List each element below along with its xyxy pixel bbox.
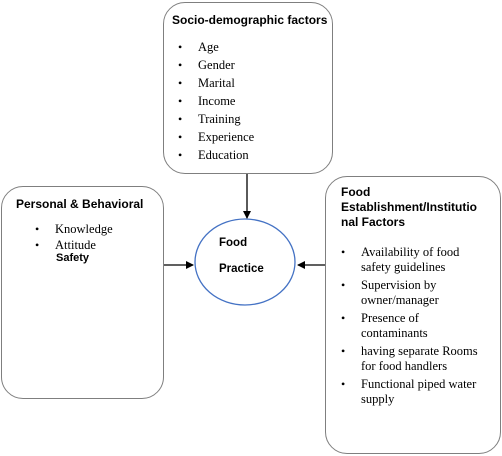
bullet-icon: • xyxy=(341,377,346,391)
list-item: •Marital xyxy=(178,76,235,90)
list-item: •Experience xyxy=(178,130,255,144)
food-practice-label-line2: Practice xyxy=(219,263,264,275)
bullet-icon: • xyxy=(178,40,183,54)
bullet-icon: • xyxy=(178,112,183,126)
list-item: •Gender xyxy=(178,58,235,72)
list-item: •Income xyxy=(178,94,236,108)
bullet-icon: • xyxy=(35,222,40,236)
socio-demographic-box: Socio-demographic factors •Age •Gender •… xyxy=(163,2,333,174)
food-practice-label-line1: Food xyxy=(219,237,248,249)
bullet-icon: • xyxy=(178,148,183,162)
list-item: •Education xyxy=(178,148,249,162)
list-item: •Training xyxy=(178,112,241,126)
socio-demographic-title: Socio-demographic factors xyxy=(172,13,328,27)
food-establishment-title-line3: nal Factors xyxy=(341,215,406,229)
food-establishment-title-line2: Establishment/Institutio xyxy=(341,200,478,214)
personal-behavioral-box: Personal & Behavioral Safety •Knowledge … xyxy=(1,186,164,399)
bullet-icon: • xyxy=(178,94,183,108)
bullet-icon: • xyxy=(178,58,183,72)
bullet-icon: • xyxy=(35,238,40,252)
bullet-icon: • xyxy=(341,278,346,292)
personal-behavioral-title-overlap: Safety xyxy=(56,252,90,264)
socio-demographic-list: •Age •Gender •Marital •Income •Training … xyxy=(178,38,254,164)
bullet-icon: • xyxy=(341,245,346,259)
bullet-icon: • xyxy=(178,76,183,90)
food-practice-ellipse xyxy=(194,218,296,306)
bullet-icon: • xyxy=(341,311,346,325)
list-item: •Age xyxy=(178,40,219,54)
personal-behavioral-title: Personal & Behavioral xyxy=(16,197,144,211)
bullet-icon: • xyxy=(341,344,346,358)
personal-behavioral-list: •Knowledge •Attitude xyxy=(35,221,113,253)
food-establishment-title-line1: Food xyxy=(341,185,371,199)
bullet-icon: • xyxy=(178,130,183,144)
list-item: •Attitude xyxy=(35,238,96,252)
food-establishment-box: Food Establishment/Institutio nal Factor… xyxy=(325,176,501,454)
list-item: •Knowledge xyxy=(35,222,113,236)
